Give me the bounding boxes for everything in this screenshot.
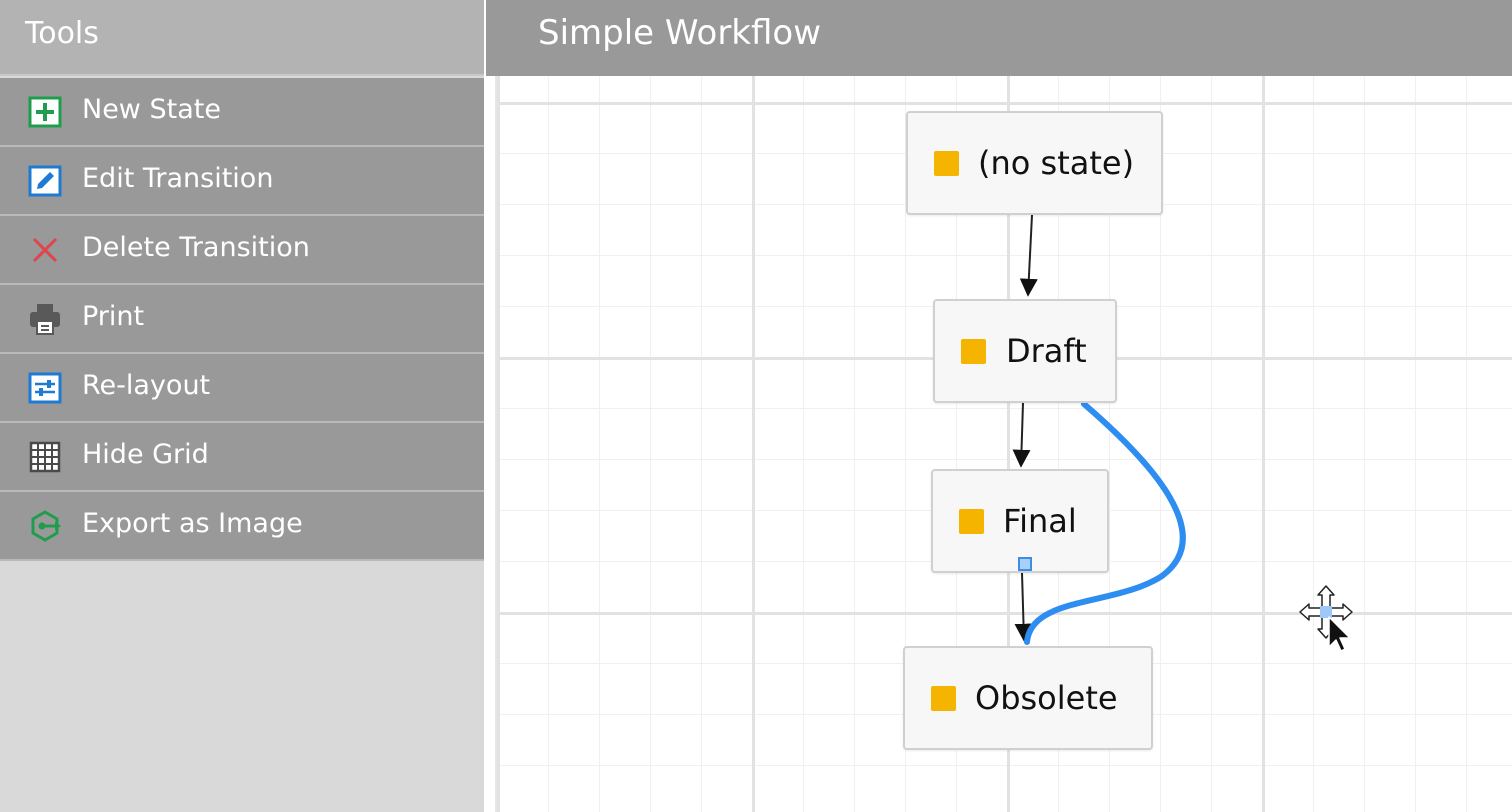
hide-grid-label: Hide Grid bbox=[82, 439, 209, 470]
state-label: Draft bbox=[1006, 332, 1087, 370]
transition-final-to-obsolete[interactable] bbox=[1014, 572, 1033, 642]
export-as-image-button[interactable]: Export as Image bbox=[0, 492, 484, 561]
state-node-obsolete[interactable]: Obsolete bbox=[903, 646, 1153, 750]
printer-icon bbox=[28, 303, 62, 335]
transition-draft-to-obsolete-selected[interactable] bbox=[1024, 401, 1186, 645]
print-button[interactable]: Print bbox=[0, 285, 484, 354]
transition-drag-handle[interactable] bbox=[1018, 557, 1032, 571]
state-label: Obsolete bbox=[975, 679, 1118, 717]
grid-icon bbox=[28, 441, 62, 473]
state-marker bbox=[931, 686, 956, 711]
transition-no-state-to-draft[interactable] bbox=[1019, 214, 1038, 297]
transition-layer bbox=[1012, 214, 1186, 645]
sliders-icon bbox=[28, 372, 62, 404]
new-state-button[interactable]: New State bbox=[0, 78, 484, 147]
workflow-header: Simple Workflow bbox=[486, 0, 1512, 76]
move-cursor-icon bbox=[1299, 585, 1353, 652]
tools-panel: Tools New State Edit Transition bbox=[0, 0, 484, 812]
state-node-draft[interactable]: Draft bbox=[933, 299, 1117, 403]
state-marker bbox=[959, 509, 984, 534]
export-icon bbox=[28, 510, 62, 542]
tools-title: Tools bbox=[25, 16, 99, 51]
re-layout-label: Re-layout bbox=[82, 370, 211, 401]
re-layout-button[interactable]: Re-layout bbox=[0, 354, 484, 423]
delete-transition-button[interactable]: Delete Transition bbox=[0, 216, 484, 285]
tools-header: Tools bbox=[0, 0, 484, 76]
plus-box-icon bbox=[28, 96, 62, 128]
edit-icon bbox=[28, 165, 62, 197]
print-label: Print bbox=[82, 301, 145, 332]
state-label: Final bbox=[1003, 502, 1077, 540]
export-as-image-label: Export as Image bbox=[82, 508, 303, 539]
transition-draft-to-final[interactable] bbox=[1012, 402, 1031, 468]
hide-grid-button[interactable]: Hide Grid bbox=[0, 423, 484, 492]
state-marker bbox=[961, 339, 986, 364]
state-node-final[interactable]: Final bbox=[931, 469, 1109, 573]
close-icon bbox=[28, 234, 62, 266]
edit-transition-button[interactable]: Edit Transition bbox=[0, 147, 484, 216]
workflow-canvas[interactable]: (no state) Draft Final Obsolete bbox=[486, 76, 1512, 812]
tool-list: New State Edit Transition Delete Transit… bbox=[0, 78, 484, 561]
state-label: (no state) bbox=[978, 144, 1135, 182]
workflow-title: Simple Workflow bbox=[538, 13, 822, 53]
state-marker bbox=[934, 151, 959, 176]
new-state-label: New State bbox=[82, 94, 221, 125]
canvas-ruler bbox=[486, 76, 497, 812]
delete-transition-label: Delete Transition bbox=[82, 232, 310, 263]
edit-transition-label: Edit Transition bbox=[82, 163, 274, 194]
state-node-no-state[interactable]: (no state) bbox=[906, 111, 1163, 215]
